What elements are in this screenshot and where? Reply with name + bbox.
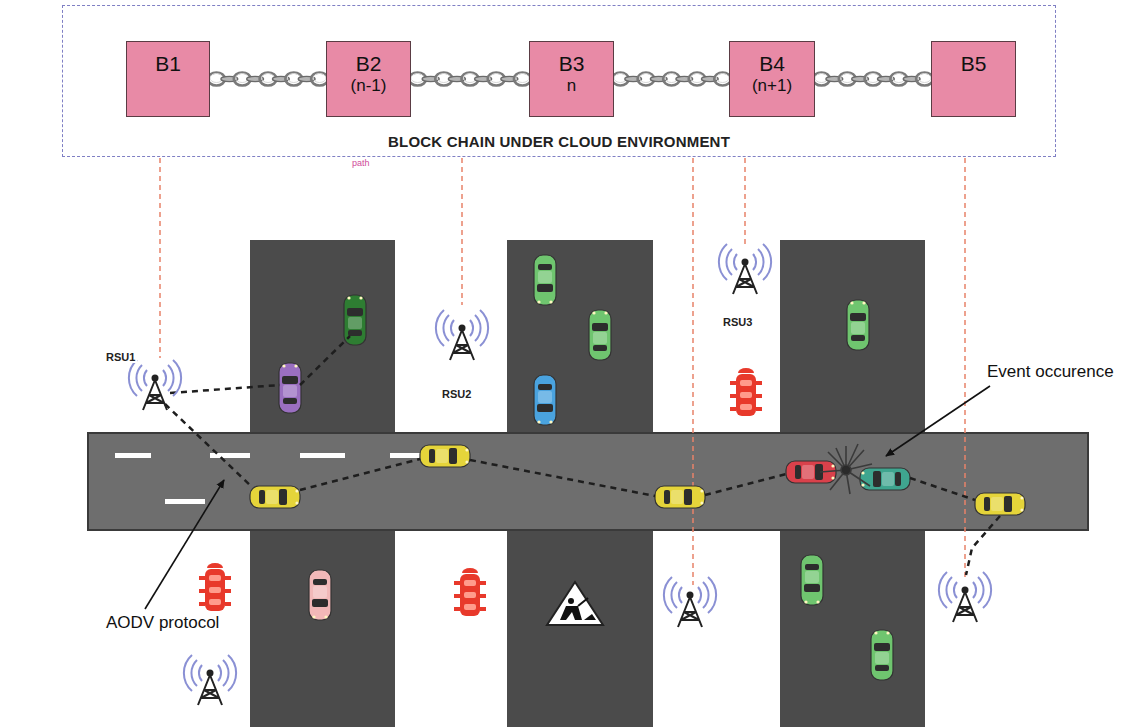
cars-part	[589, 310, 611, 360]
block-name: B5	[961, 52, 987, 75]
block-index: (n+1)	[752, 77, 792, 96]
crash-burst	[820, 444, 872, 494]
aodv-route-part	[165, 404, 786, 496]
cars-part	[847, 300, 869, 350]
cars	[250, 255, 1025, 680]
cloud-links-part	[964, 158, 966, 578]
block-box: B5	[931, 41, 1016, 117]
main-road-part	[115, 453, 151, 458]
event-label: Event occurence	[985, 362, 1116, 382]
block-name: B2	[356, 52, 382, 75]
cars-part	[309, 570, 331, 620]
cars-part	[801, 555, 823, 605]
callout-arrows-part	[145, 480, 224, 609]
chain-connector	[813, 73, 933, 86]
roadwork-sign-part	[547, 582, 603, 625]
road-side-units-part	[719, 244, 771, 294]
block-box: B2 (n-1)	[326, 41, 411, 117]
cars-part	[860, 468, 910, 490]
block-name: B1	[155, 52, 181, 75]
traffic-lights-part	[454, 568, 486, 616]
chain-link	[313, 74, 326, 83]
roadwork-sign-part	[560, 606, 582, 620]
chain-link	[716, 74, 729, 83]
cars-part	[655, 486, 705, 508]
block-box: B4 (n+1)	[729, 41, 815, 117]
cars-part	[871, 630, 893, 680]
aodv-route-part	[910, 478, 1000, 575]
roadwork-sign	[547, 582, 603, 625]
cars-part-part	[279, 363, 301, 413]
cars-part-part	[801, 555, 823, 605]
block-name: B3	[559, 52, 585, 75]
main-road-part	[165, 499, 205, 504]
cars-part	[534, 255, 556, 305]
path-note: path	[350, 158, 372, 168]
traffic-lights-part	[199, 563, 231, 611]
cars-part	[534, 375, 556, 425]
traffic-lights-part	[730, 368, 762, 416]
rsu-label: RSU1	[104, 351, 137, 363]
cloud-links-part	[461, 158, 463, 305]
block-name: B4	[759, 52, 785, 75]
chain-connector	[409, 73, 531, 86]
cars-part	[975, 493, 1025, 515]
main-road	[88, 433, 1088, 530]
main-road-part	[300, 453, 345, 458]
cars-part-part	[534, 375, 556, 425]
cars-part-part	[847, 300, 869, 350]
band-title: BLOCK CHAIN UNDER CLOUD ENVIRONMENT	[63, 133, 1055, 150]
callout-arrows-part	[886, 386, 990, 456]
cloud-links-part	[692, 158, 694, 585]
cars-part-part	[589, 310, 611, 360]
cars-part-part	[860, 468, 910, 490]
traffic-lights	[199, 368, 762, 616]
callout-arrows	[145, 386, 990, 609]
cars-part	[420, 445, 470, 467]
cloud-band: BLOCK CHAIN UNDER CLOUD ENVIRONMENT B1 B2 (…	[62, 5, 1056, 157]
crash-burst-part	[841, 465, 851, 475]
cars-part-part	[309, 570, 331, 620]
road-side-units-part	[129, 360, 181, 410]
protocol-label: AODV protocol	[104, 613, 221, 633]
roadwork-sign-part	[568, 598, 574, 604]
crash-burst-part	[820, 444, 872, 494]
main-road-part	[88, 433, 1088, 530]
cars-part-part	[871, 630, 893, 680]
cars-part-part	[534, 255, 556, 305]
roadwork-sign-part	[584, 614, 596, 620]
block-index: (n-1)	[351, 77, 387, 96]
road-side-units	[129, 244, 991, 705]
aodv-route-part	[170, 336, 350, 393]
cars-part	[250, 486, 300, 508]
cloud-links	[160, 158, 965, 585]
chain-link	[918, 74, 931, 83]
rsu-label: RSU2	[440, 388, 473, 400]
road-side-units-part	[664, 577, 716, 627]
road-side-units-part	[436, 310, 488, 360]
chain-link	[516, 74, 529, 83]
rsu-label: RSU3	[721, 316, 754, 328]
cloud-links-part	[159, 158, 161, 358]
road-side-units-part	[939, 572, 991, 622]
block-box: B3 n	[529, 41, 614, 117]
cloud-links-part	[744, 158, 746, 244]
road-side-units-part	[184, 655, 236, 705]
block-box: B1	[126, 41, 210, 117]
chain-connector	[208, 73, 328, 86]
roadwork-sign-part	[578, 598, 588, 606]
chain-connector	[612, 73, 731, 86]
block-index: n	[567, 77, 576, 96]
cars-part	[279, 363, 301, 413]
aodv-route	[165, 336, 1000, 575]
